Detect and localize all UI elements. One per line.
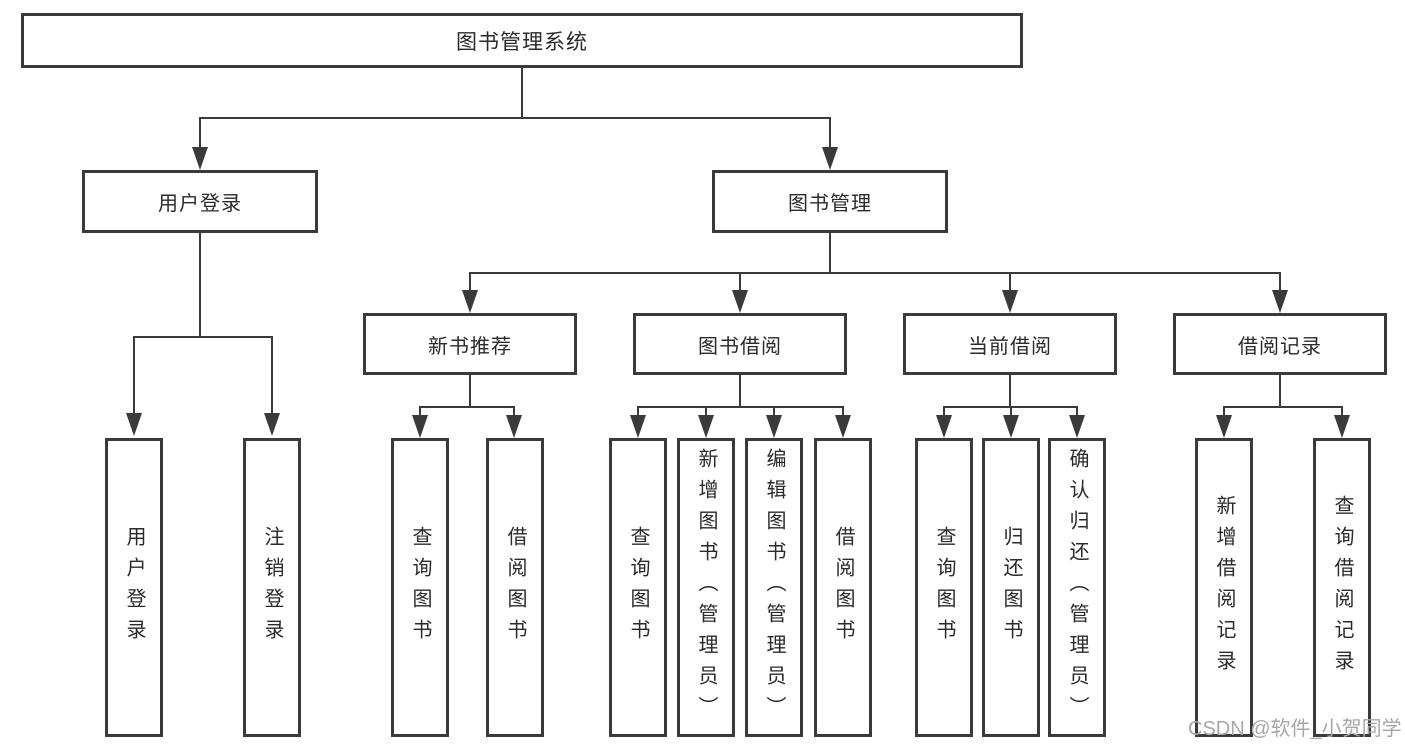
arrow-down-icon [412,415,428,438]
leaf-bb-query-books-label: 查询图书 [627,525,649,650]
node-root-label: 图书管理系统 [456,30,588,54]
node-user-login-label: 用户登录 [158,193,242,215]
leaf-bb-edit-books-admin-label: 编辑图书（管理员） [763,448,785,727]
node-new-book-recommend-label: 新书推荐 [428,335,512,358]
leaf-nb-borrow-books: 借阅图书 [486,438,544,737]
connector-line [419,406,515,408]
connector-line [469,272,1281,274]
leaf-cb-return-books-label: 归还图书 [1000,525,1022,650]
connector-line [1223,406,1343,408]
leaf-bb-add-books-admin-label: 新增图书（管理员） [695,448,717,727]
node-borrow-records: 借阅记录 [1173,313,1387,375]
node-current-borrow: 当前借阅 [903,313,1117,375]
connector-line [419,406,421,417]
leaf-bb-query-books: 查询图书 [609,438,667,737]
arrow-down-icon [822,147,838,170]
node-book-borrow-label: 图书借阅 [698,335,782,358]
leaf-user-login: 用户登录 [105,438,163,737]
connector-line [199,233,201,338]
node-borrow-records-label: 借阅记录 [1238,335,1322,358]
connector-line [1279,272,1281,292]
leaf-cb-query-books: 查询图书 [915,438,973,737]
connector-line [637,406,639,417]
connector-line [271,336,273,415]
connector-line [1341,406,1343,417]
connector-line [199,117,831,119]
arrow-down-icon [506,415,522,438]
leaf-bb-add-books-admin: 新增图书（管理员） [677,438,735,737]
arrow-down-icon [732,290,748,313]
connector-line [943,406,945,417]
arrow-down-icon [126,413,142,436]
leaf-cb-confirm-return-admin: 确认归还（管理员） [1048,438,1106,737]
arrow-down-icon [1069,415,1085,438]
leaf-br-query-record-label: 查询借阅记录 [1331,494,1353,681]
leaf-bb-edit-books-admin: 编辑图书（管理员） [745,438,803,737]
connector-line [1009,375,1011,408]
arrow-down-icon [1002,290,1018,313]
leaf-bb-borrow-books: 借阅图书 [814,438,872,737]
arrow-down-icon [1272,290,1288,313]
leaf-br-add-record-label: 新增借阅记录 [1213,494,1235,681]
node-book-borrow: 图书借阅 [633,313,847,375]
arrow-down-icon [462,290,478,313]
arrow-down-icon [264,413,280,436]
connector-line [469,375,471,408]
arrow-down-icon [1003,415,1019,438]
connector-line [739,272,741,292]
connector-line [1009,272,1011,292]
leaf-cb-confirm-return-admin-label: 确认归还（管理员） [1066,448,1088,727]
arrow-down-icon [1334,415,1350,438]
arrow-down-icon [835,415,851,438]
arrow-down-icon [1216,415,1232,438]
arrow-down-icon [192,147,208,170]
leaf-cb-return-books: 归还图书 [982,438,1040,737]
arrow-down-icon [766,415,782,438]
leaf-nb-query-books: 查询图书 [391,438,449,737]
leaf-bb-borrow-books-label: 借阅图书 [832,525,854,650]
connector-line [1076,406,1078,417]
leaf-br-query-record: 查询借阅记录 [1313,438,1371,737]
connector-line [521,68,523,119]
connector-line [1223,406,1225,417]
csdn-watermark: CSDN @软件_小贺同学 [1188,718,1402,740]
leaf-br-add-record: 新增借阅记录 [1195,438,1253,737]
connector-line [637,406,844,408]
leaf-nb-query-books-label: 查询图书 [409,525,431,650]
node-book-management: 图书管理 [712,170,948,233]
connector-line [1279,375,1281,408]
connector-line [513,406,515,417]
connector-line [133,336,273,338]
connector-line [199,117,201,149]
leaf-cb-query-books-label: 查询图书 [933,525,955,650]
leaf-logout-label: 注销登录 [261,525,283,650]
connector-line [739,375,741,408]
connector-line [469,272,471,292]
connector-line [1010,406,1012,417]
arrow-down-icon [698,415,714,438]
leaf-logout: 注销登录 [243,438,301,737]
leaf-nb-borrow-books-label: 借阅图书 [504,525,526,650]
arrow-down-icon [936,415,952,438]
node-root: 图书管理系统 [21,13,1023,68]
connector-line [829,233,831,274]
connector-line [842,406,844,417]
connector-line [829,117,831,149]
node-user-login: 用户登录 [82,170,318,233]
connector-line [705,406,707,417]
connector-line [133,336,135,415]
arrow-down-icon [630,415,646,438]
leaf-user-login-label: 用户登录 [123,525,145,650]
connector-line [773,406,775,417]
node-current-borrow-label: 当前借阅 [968,335,1052,358]
node-new-book-recommend: 新书推荐 [363,313,577,375]
node-book-management-label: 图书管理 [788,193,872,215]
